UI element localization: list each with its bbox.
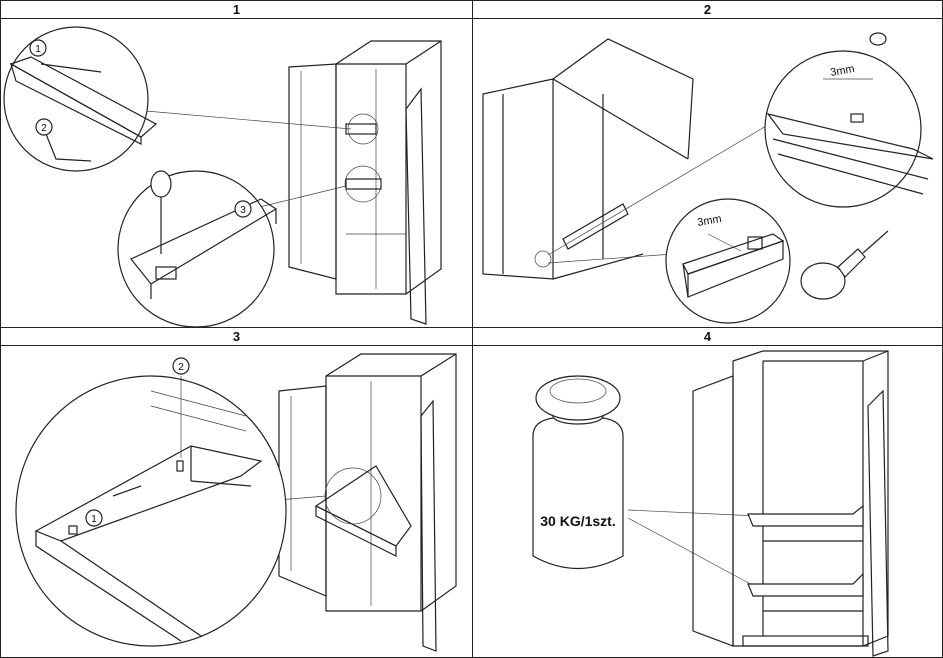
screwdriver-icon — [150, 170, 172, 254]
cabinet-open-icon — [482, 38, 694, 280]
step-1-illustration: 1 2 3 — [3, 26, 442, 327]
step-4-panel: 30 KG/1szt. — [473, 346, 942, 657]
cabinet-open-icon — [278, 353, 457, 652]
detail-circle-screw-fixing: 3 — [117, 170, 278, 327]
detail-circle-drawer-front: 3mm — [665, 198, 791, 324]
step-2-illustration: 3mm 3mm — [482, 32, 934, 324]
step-4-header: 4 — [473, 328, 942, 346]
step-3-illustration: 1 2 — [15, 353, 457, 652]
step-1-panel: 1 2 3 — [1, 19, 472, 327]
callout-2: 2 — [41, 123, 47, 134]
step-2-panel: 3mm 3mm — [473, 19, 942, 327]
step-2-header: 2 — [473, 1, 942, 19]
callout-2: 2 — [178, 362, 184, 373]
divider-vertical — [472, 1, 473, 657]
load-capacity-label: 30 KG/1szt. — [540, 513, 615, 529]
step-3-header: 3 — [1, 328, 472, 346]
step-3-panel: 1 2 — [1, 346, 472, 657]
detail-circle-lock-gap: 3mm — [764, 32, 934, 208]
step-4-illustration: 30 KG/1szt. — [532, 350, 889, 657]
detail-circle-drawer-insert: 1 2 — [15, 357, 287, 647]
cabinet-with-drawers-icon — [692, 350, 889, 657]
callout-1: 1 — [91, 514, 97, 525]
callout-3: 3 — [240, 205, 246, 216]
divider-horizontal — [1, 327, 942, 328]
detail-circle-slide-removal: 1 2 — [3, 26, 158, 172]
measurement-3mm-top: 3mm — [829, 63, 855, 79]
screwdriver-icon — [800, 230, 889, 300]
step-1-header: 1 — [1, 1, 472, 19]
weight-icon: 30 KG/1szt. — [532, 375, 624, 570]
measurement-3mm-bottom: 3mm — [696, 213, 722, 229]
cabinet-open-icon — [288, 40, 442, 325]
callout-1: 1 — [35, 44, 41, 55]
